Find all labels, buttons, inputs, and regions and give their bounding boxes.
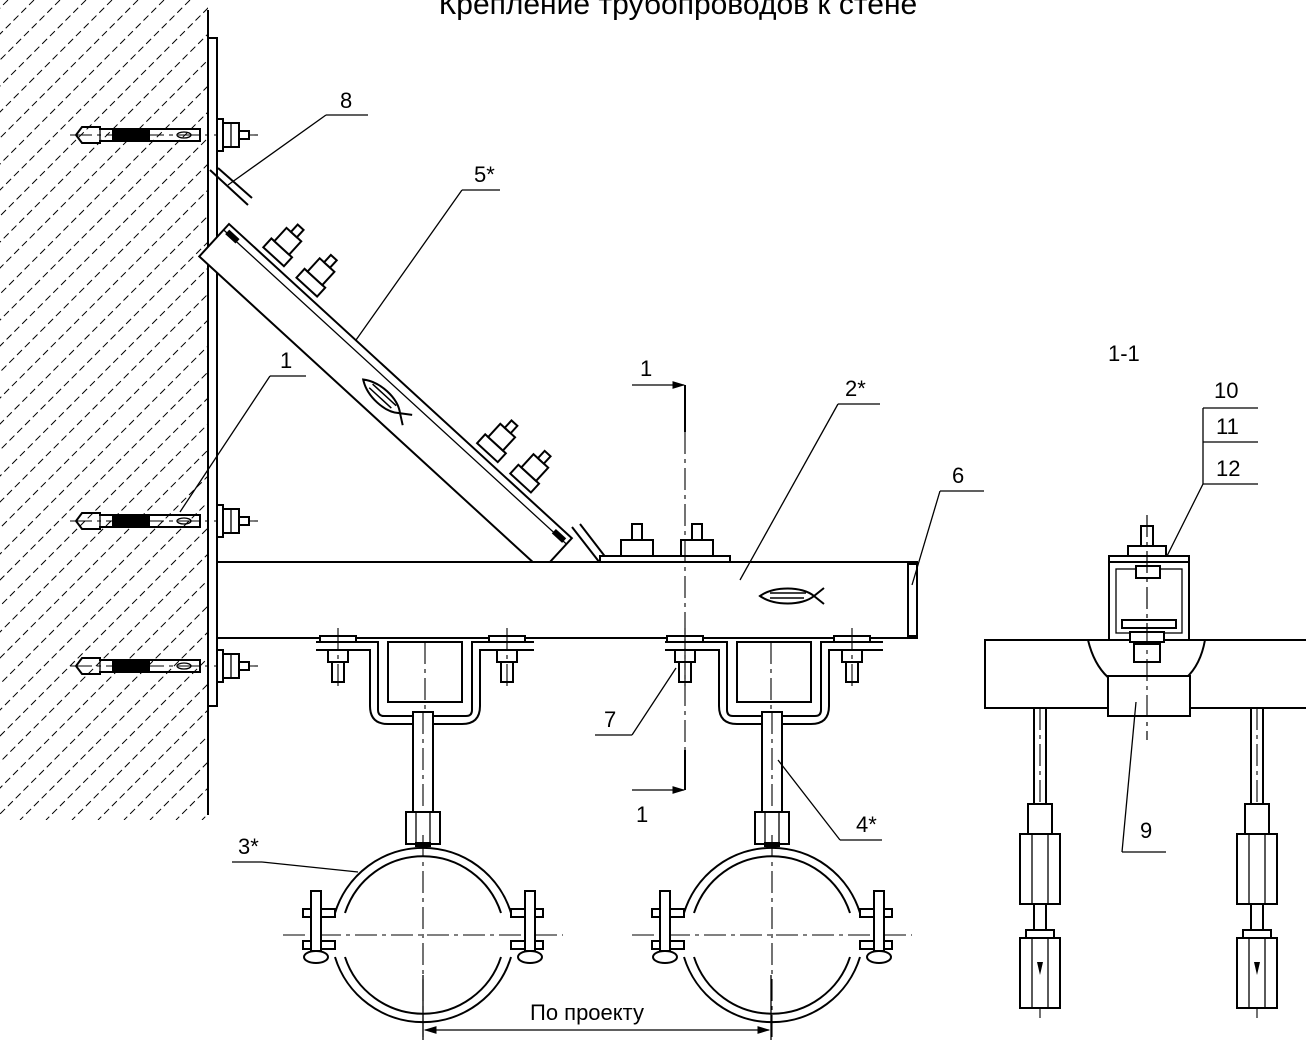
wall-hatch-line bbox=[0, 0, 113, 113]
wall-hatch-line bbox=[0, 85, 208, 295]
wall-hatch-line bbox=[0, 0, 165, 165]
diagonal-brace bbox=[197, 167, 611, 573]
section-rod-left bbox=[1019, 707, 1061, 1022]
wall-hatch-line bbox=[0, 111, 208, 321]
wall-hatch-line bbox=[201, 813, 208, 820]
section-view-1-1: 1-1 10 11 12 bbox=[984, 341, 1306, 1022]
anchor-bolt bbox=[70, 118, 258, 152]
wall-hatch-line bbox=[0, 371, 208, 581]
section-mark-top: 1 bbox=[640, 356, 652, 381]
anchor-bolt bbox=[70, 504, 258, 538]
wall-hatch-line bbox=[0, 0, 61, 61]
spacing-dimension: По проекту bbox=[422, 975, 772, 1040]
callout-9: 9 bbox=[1121, 701, 1166, 853]
callout-label: 5* bbox=[474, 162, 495, 187]
threaded-rod-right bbox=[754, 711, 790, 845]
callout-label: 10 bbox=[1214, 378, 1238, 403]
section-title: 1-1 bbox=[1108, 341, 1140, 366]
section-mark-bottom: 1 bbox=[636, 802, 648, 827]
callout-label: 12 bbox=[1216, 456, 1240, 481]
callout-8: 8 bbox=[227, 88, 368, 186]
wall-hatch-line bbox=[0, 163, 208, 373]
dimension-label: По проекту bbox=[530, 1000, 644, 1025]
wall-hatch-line bbox=[0, 137, 208, 347]
console-beam bbox=[216, 523, 918, 639]
anchor-bolt bbox=[70, 649, 258, 683]
wall-hatch-line bbox=[0, 0, 139, 139]
callout-6: 6 bbox=[911, 463, 984, 586]
callout-4: 4* bbox=[777, 759, 882, 841]
section-cut-mark: 1 1 bbox=[632, 356, 686, 827]
wall-hatch-line bbox=[0, 7, 208, 217]
wall-hatch-line bbox=[0, 189, 208, 399]
callout-5: 5* bbox=[355, 162, 500, 341]
threaded-rod-left bbox=[405, 711, 441, 845]
pipe-clamp-left bbox=[283, 835, 563, 1041]
drawing-title: Крепление трубопроводов к стене bbox=[439, 0, 917, 21]
callout-7: 7 bbox=[595, 667, 677, 736]
callout-label: 2* bbox=[845, 376, 866, 401]
callout-10-11-12: 10 11 12 bbox=[1159, 378, 1258, 571]
callout-label: 3* bbox=[238, 834, 259, 859]
wall-hatch-line bbox=[0, 0, 9, 9]
wall-hatch-line bbox=[0, 501, 208, 711]
wall-hatch-line bbox=[0, 345, 208, 555]
callout-label: 6 bbox=[952, 463, 964, 488]
wall-hatch-line bbox=[228, 0, 1048, 820]
wall-hatch-line bbox=[175, 787, 208, 820]
callout-1: 1 bbox=[179, 348, 306, 513]
callout-2: 2* bbox=[739, 376, 880, 581]
wall-plate bbox=[207, 37, 218, 707]
section-rod-right bbox=[1236, 707, 1278, 1022]
callout-label: 11 bbox=[1216, 414, 1239, 439]
callout-label: 1 bbox=[280, 348, 292, 373]
wall-hatch-line bbox=[0, 423, 208, 633]
pipe-clamp-right bbox=[632, 835, 912, 1041]
wall-hatch-line bbox=[0, 33, 208, 243]
wall-hatch-line bbox=[0, 475, 208, 685]
wall-hatch-line bbox=[0, 0, 191, 191]
callout-3: 3* bbox=[232, 834, 359, 873]
wall-hatch-line bbox=[0, 0, 35, 35]
wall bbox=[0, 0, 1048, 820]
callout-label: 8 bbox=[340, 88, 352, 113]
wall-hatch-line bbox=[149, 761, 208, 820]
callout-label: 4* bbox=[856, 812, 877, 837]
callout-label: 9 bbox=[1140, 818, 1152, 843]
wall-hatch-line bbox=[0, 449, 208, 659]
callout-label: 7 bbox=[604, 707, 616, 732]
